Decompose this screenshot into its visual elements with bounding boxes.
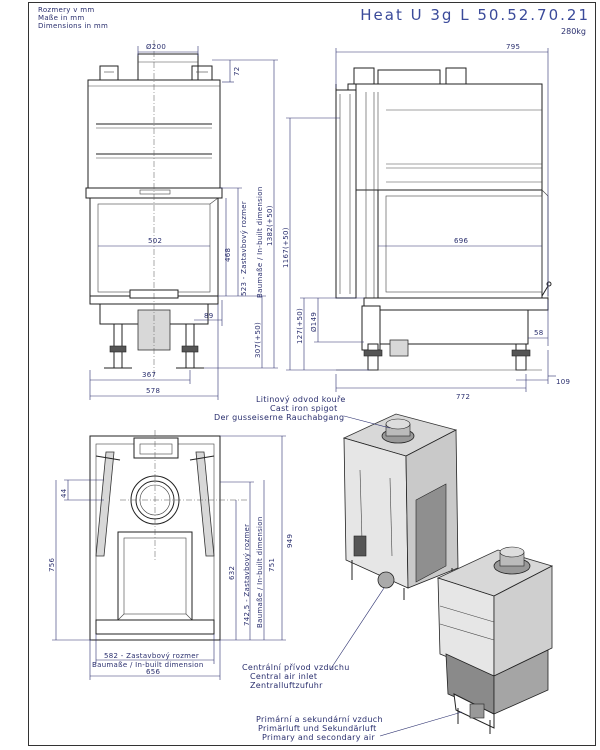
dim-468: 468 [224, 247, 232, 262]
spigot-label-de: Der gusseiserne Rauchabgang [214, 413, 345, 422]
spigot-label-cz: Litinový odvod kouře [256, 395, 346, 404]
dim-307: 307(+50) [254, 322, 262, 358]
dim-523-label: 523 - Zastavbový rozmer [240, 200, 248, 296]
prim-label-cz: Primární a sekundární vzduch [256, 715, 383, 724]
spigot-label-en: Cast iron spigot [270, 404, 338, 413]
dim-772: 772 [456, 393, 471, 401]
leader-lines [329, 415, 463, 737]
units-label-cz: Rozmery v mm [38, 6, 95, 14]
units-label-de: Maße in mm [38, 14, 85, 22]
dim-578: 578 [146, 387, 161, 395]
air-label-de: Zentralluftzufuhr [250, 681, 323, 690]
dim-89: 89 [204, 312, 214, 320]
isometric-view-2 [436, 546, 554, 734]
dim-751: 751 [268, 557, 276, 572]
air-label-en: Central air inlet [250, 672, 318, 681]
units-label-en: Dimensions in mm [38, 22, 109, 30]
dim-58: 58 [534, 329, 544, 337]
drawing-frame [28, 2, 596, 746]
dim-632: 632 [228, 565, 236, 580]
dim-582-label: 582 - Zastavbový rozmer [104, 652, 200, 660]
dim-1167: 1167(+50) [282, 227, 290, 268]
dim-flue-diameter: Ø200 [146, 43, 167, 51]
dim-656: 656 [146, 668, 161, 676]
dim-44: 44 [60, 488, 68, 498]
top-view [52, 430, 286, 680]
dim-72: 72 [233, 66, 241, 76]
prim-label-de: Primärluft und Sekundärluft [258, 724, 377, 733]
dim-149: Ø149 [310, 311, 318, 332]
weight-label: 280kg [561, 27, 586, 36]
front-view [85, 40, 278, 400]
model-title: Heat U 3g L 50.52.70.21 [360, 6, 590, 24]
air-label-cz: Centrální přívod vzduchu [242, 663, 350, 672]
dim-127: 127(+50) [296, 308, 304, 344]
dim-795: 795 [506, 43, 521, 51]
dim-742-label: 742,5 - Zastavbový rozmer [243, 523, 251, 626]
dim-742-sub: Baumaße / In-built dimension [256, 516, 264, 628]
dim-696: 696 [454, 237, 469, 245]
dim-1382: 1382(+50) [266, 205, 274, 246]
dim-109: 109 [556, 378, 571, 386]
isometric-view-1 [342, 413, 459, 600]
dim-502: 502 [148, 237, 163, 245]
dim-756: 756 [48, 557, 56, 572]
dim-582-sub: Baumaße / In-built dimension [92, 661, 204, 669]
prim-label-en: Primary and secondary air [262, 733, 375, 742]
dim-367: 367 [142, 371, 157, 379]
dim-949: 949 [286, 533, 294, 548]
side-view [286, 48, 556, 392]
dim-523-sub: Baumaße / In-built dimension [256, 186, 264, 298]
